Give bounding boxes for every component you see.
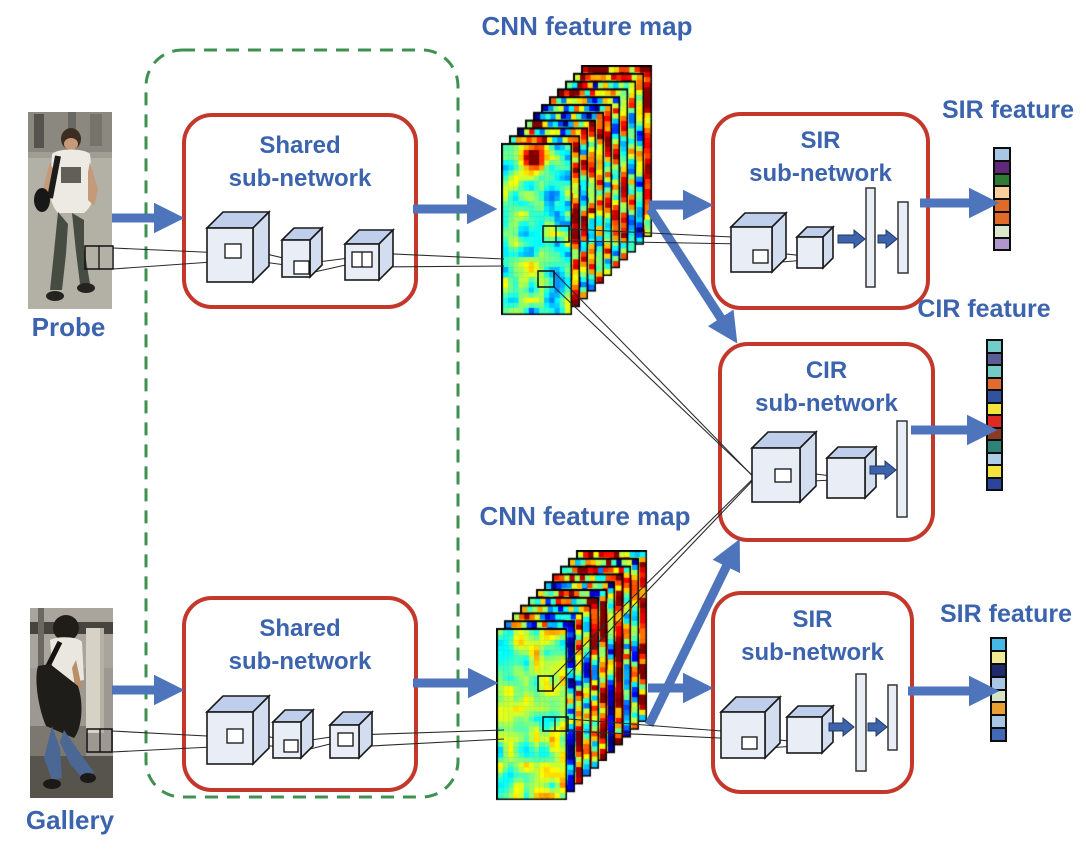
cir-subnetwork-box: CIR sub-network [718,342,935,542]
probe-photo [28,112,112,309]
sir-top-label-line2: sub-network [749,160,892,187]
sir-feature-label-bottom: SIR feature [940,600,1072,628]
probe-label: Probe [31,312,106,342]
cir-label-line2: sub-network [755,390,898,417]
sir-feature-label-top: SIR feature [942,96,1074,124]
feature-cell [986,476,1003,491]
sir-subnetwork-box-bottom: SIR sub-network [711,591,914,794]
shared-top-label-line1: Shared [259,132,341,159]
cnn-feature-map-label-top: CNN feature map [481,11,693,41]
shared-subnetwork-box-bottom: Shared sub-network [182,596,418,792]
cnn-feature-map-stack-top [501,65,655,317]
cir-label-line1: CIR [805,357,848,384]
cnn-feature-map-label-bottom: CNN feature map [479,501,691,531]
shared-top-label-line2: sub-network [228,165,372,192]
shared-subnetwork-box-top: Shared sub-network [182,113,418,309]
shared-bottom-label-line2: sub-network [228,648,372,675]
gallery-label: Gallery [25,805,115,835]
sir-feature-column-top [993,147,1011,252]
cnn-feature-map-stack-bottom [496,550,650,802]
sir-top-label-line1: SIR [800,127,841,154]
feature-cell [993,236,1011,252]
sir-bottom-label-line1: SIR [792,606,833,633]
cir-feature-label: CIR feature [917,295,1051,323]
sir-feature-column-bottom [990,637,1007,743]
gallery-photo [30,608,113,798]
shared-bottom-label-line1: Shared [259,615,341,642]
sir-subnetwork-box-top: SIR sub-network [711,112,930,310]
cir-feature-column [986,339,1003,491]
sir-bottom-label-line2: sub-network [741,639,884,666]
feature-cell [990,727,1007,743]
